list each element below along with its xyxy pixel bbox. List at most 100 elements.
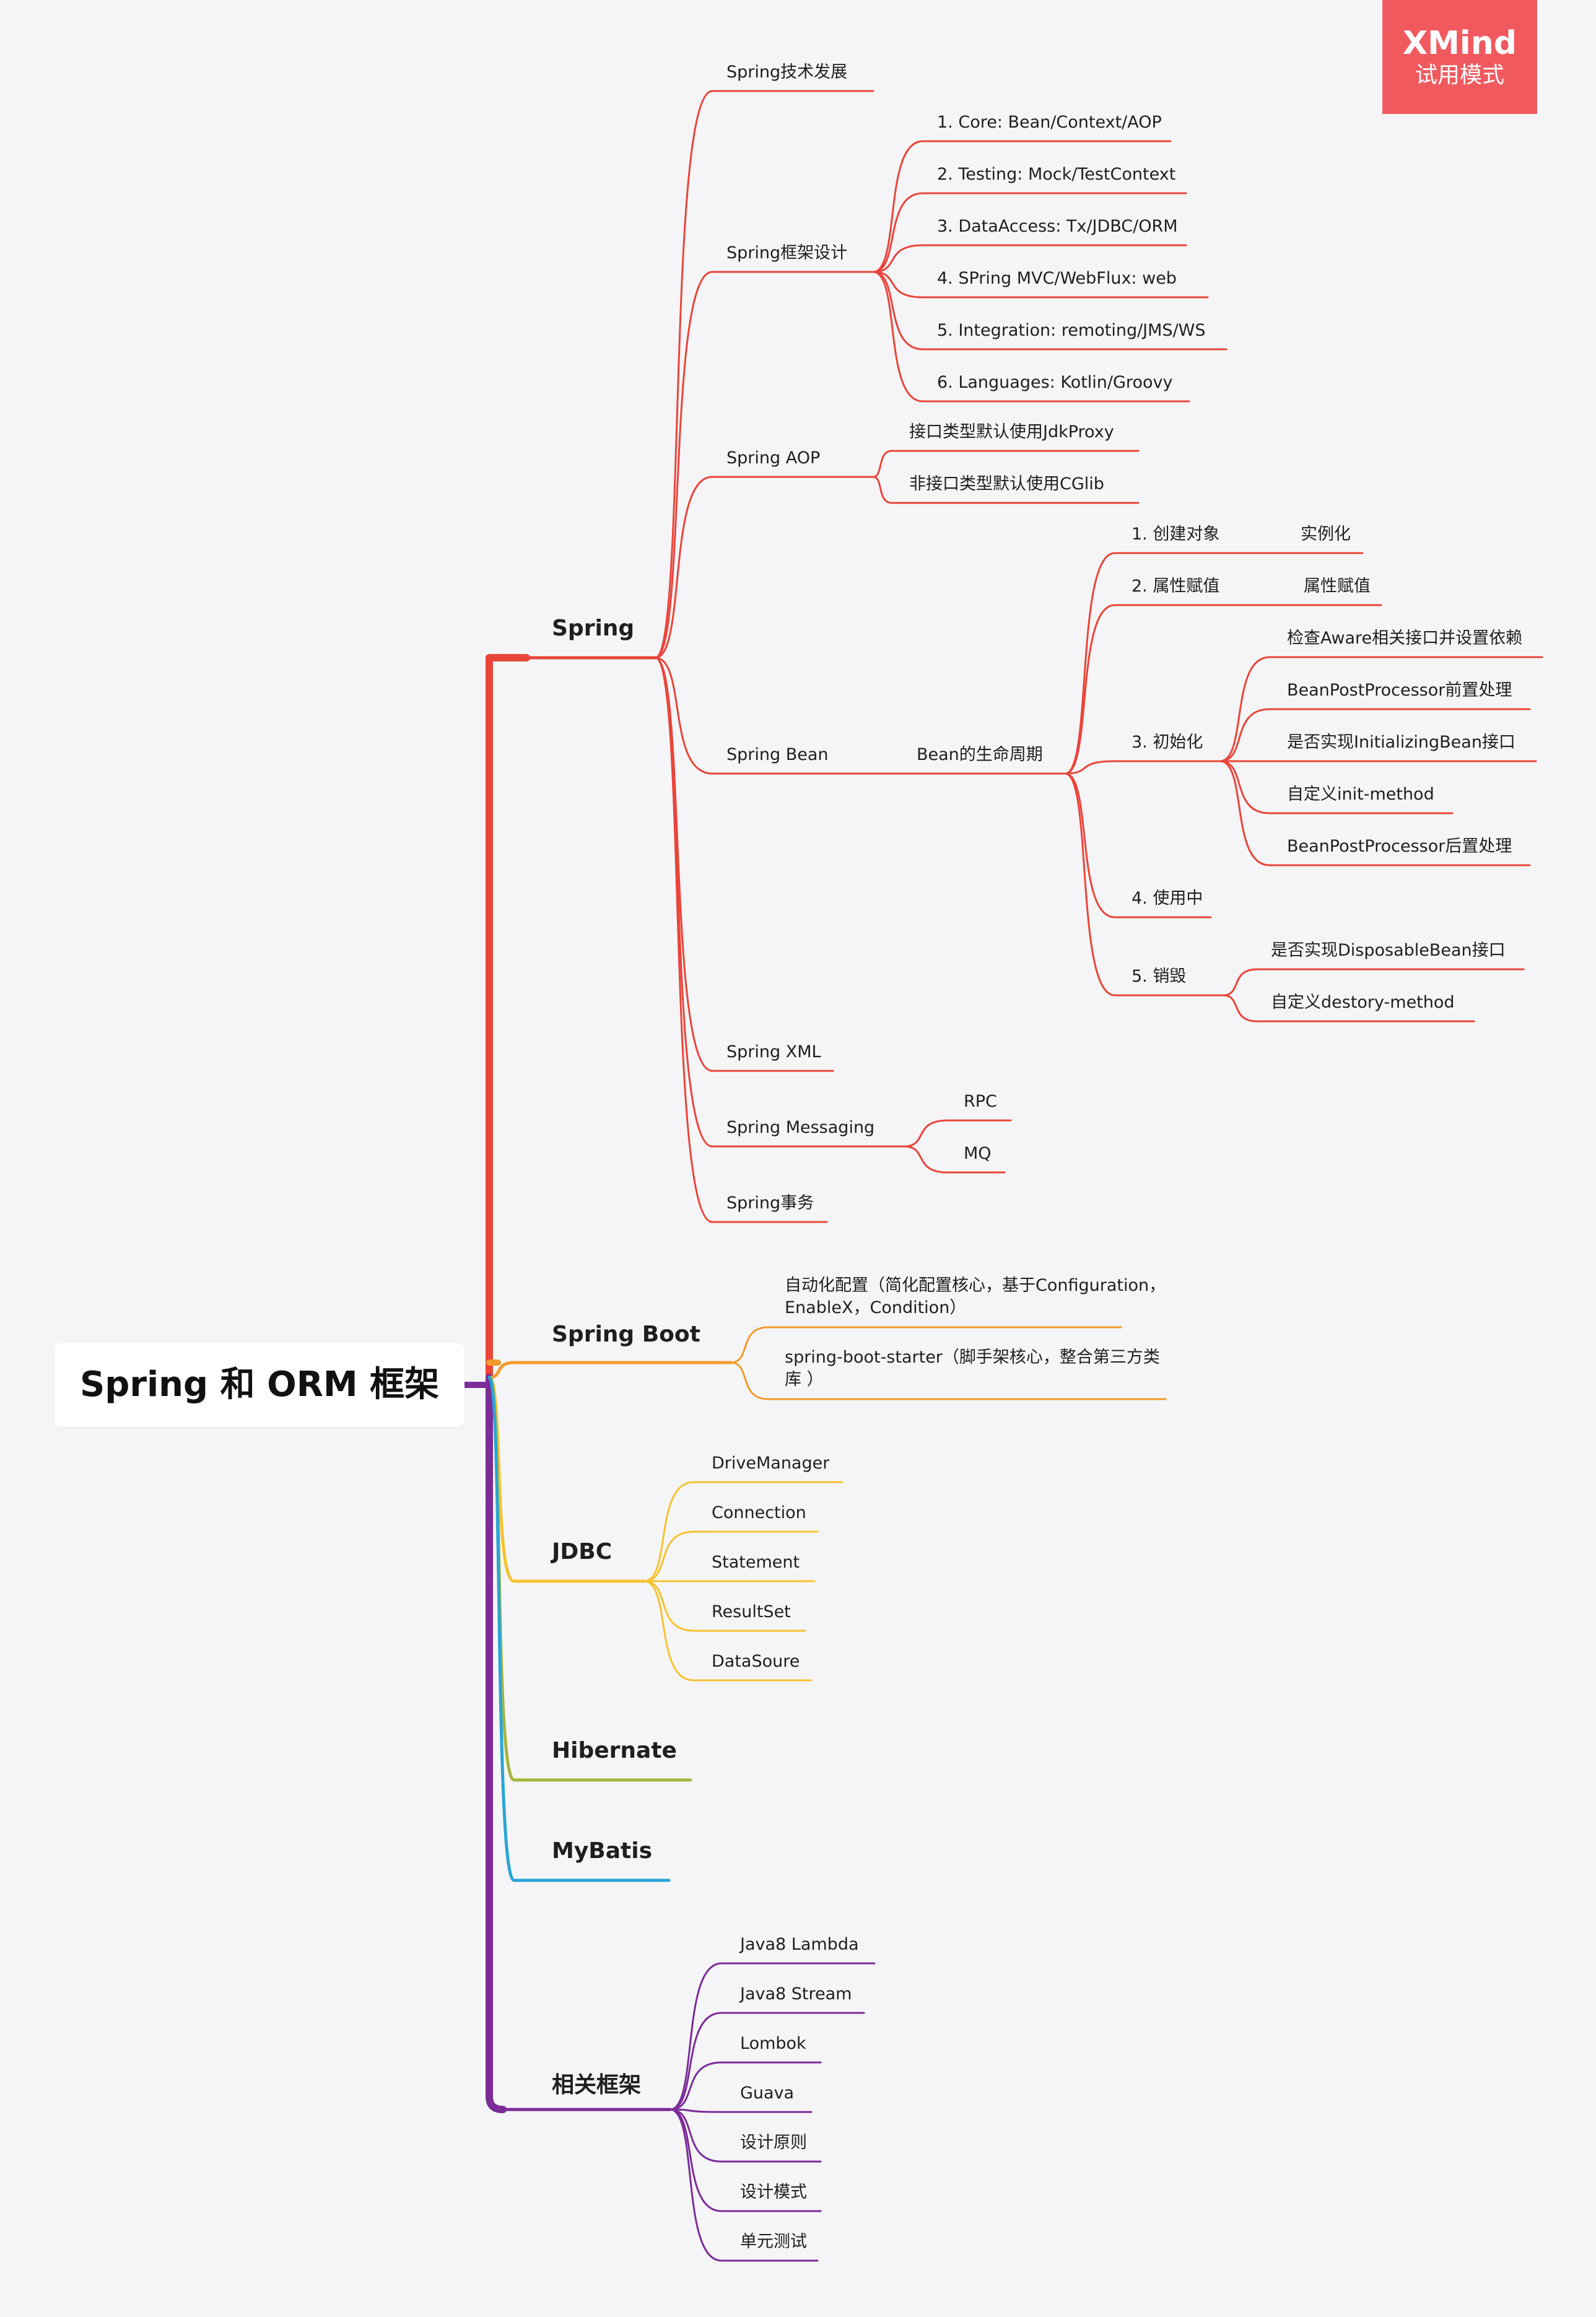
branch-design-1	[872, 192, 1187, 273]
topic-design-dataaccess[interactable]: 3. DataAccess: Tx/JDBC/ORM	[937, 217, 1178, 236]
branch-aop-1	[872, 476, 1140, 504]
badge-title: XMind	[1403, 25, 1517, 62]
branch-related-1	[669, 2012, 865, 2111]
branch-related-5	[669, 2108, 822, 2212]
topic-boot-starter[interactable]: spring-boot-starter（脚手架核心，整合第三方类库 ）	[785, 1348, 1160, 1389]
underline-mybatis	[487, 1376, 671, 1882]
branch-design-2	[872, 244, 1187, 273]
topic-spring-tx[interactable]: Spring事务	[726, 1193, 814, 1213]
branch-related-2	[669, 2061, 822, 2111]
branch-jdbc-4	[643, 1580, 813, 1682]
branch-init-1	[1219, 708, 1531, 762]
topic-spring-design[interactable]: Spring框架设计	[726, 243, 848, 263]
topic-related-lambda[interactable]: Java8 Lambda	[740, 1935, 859, 1954]
topic-destroy-disposablebean[interactable]: 是否实现DisposableBean接口	[1271, 941, 1506, 960]
branch-spring-bean	[654, 657, 1066, 775]
topic-jdbc-resultset[interactable]: ResultSet	[712, 1602, 791, 1621]
branch-design-0	[872, 140, 1172, 273]
topic-jdbc-drivemanager[interactable]: DriveManager	[712, 1454, 830, 1473]
branch-destroy-1	[1222, 994, 1475, 1023]
branch-related-4	[669, 2108, 822, 2163]
topic-spring-messaging[interactable]: Spring Messaging	[726, 1118, 875, 1137]
topic-init-bpp-before[interactable]: BeanPostProcessor前置处理	[1287, 681, 1512, 700]
topic-spring-bean[interactable]: Spring Bean	[726, 745, 829, 764]
branch-spring-tx	[654, 657, 828, 1223]
topic-design-testing[interactable]: 2. Testing: Mock/TestContext	[937, 165, 1176, 184]
topic-related-stream[interactable]: Java8 Stream	[740, 1984, 852, 2004]
topic-stage-init[interactable]: 3. 初始化	[1132, 733, 1203, 752]
topic-jdbc-statement[interactable]: Statement	[712, 1553, 800, 1572]
topic-jdbc[interactable]: JDBC	[552, 1539, 613, 1564]
branch-design-5	[872, 271, 1190, 403]
branch-design-4	[872, 271, 1228, 351]
topic-spring-aop[interactable]: Spring AOP	[726, 448, 821, 468]
branch-design-3	[872, 271, 1209, 299]
topic-design-integration[interactable]: 5. Integration: remoting/JMS/WS	[937, 321, 1206, 340]
topic-spring-dev[interactable]: Spring技术发展	[726, 63, 848, 82]
topic-stage-create-instantiate[interactable]: 实例化	[1301, 525, 1351, 544]
central-topic[interactable]: Spring 和 ORM 框架	[55, 1343, 464, 1427]
topic-related-unittest[interactable]: 单元测试	[740, 2232, 807, 2251]
xmind-trial-badge[interactable]: XMind 试用模式	[1382, 0, 1537, 114]
topic-stage-use[interactable]: 4. 使用中	[1132, 889, 1203, 908]
topic-mybatis[interactable]: MyBatis	[552, 1838, 652, 1864]
branch-stage-use	[1064, 772, 1212, 919]
topic-init-initializingbean[interactable]: 是否实现InitializingBean接口	[1287, 733, 1515, 752]
topic-init-bpp-after[interactable]: BeanPostProcessor后置处理	[1287, 837, 1512, 856]
topic-related[interactable]: 相关框架	[552, 2072, 642, 2098]
branch-boot-1	[730, 1361, 1167, 1400]
topic-related-guava[interactable]: Guava	[740, 2084, 795, 2103]
topic-stage-create[interactable]: 1. 创建对象	[1132, 525, 1220, 544]
topic-stage-destroy[interactable]: 5. 销毁	[1132, 967, 1187, 986]
topic-design-languages[interactable]: 6. Languages: Kotlin/Groovy	[937, 373, 1173, 392]
trunk-bottom	[486, 2093, 507, 2113]
branch-destroy-0	[1222, 968, 1525, 997]
topic-related-patterns[interactable]: 设计模式	[740, 2183, 807, 2202]
branch-stage-assign	[1064, 604, 1382, 775]
topic-messaging-rpc[interactable]: RPC	[964, 1092, 997, 1111]
branch-related-3	[669, 2108, 813, 2113]
topic-stage-assign[interactable]: 2. 属性赋值	[1132, 577, 1220, 596]
topic-messaging-mq[interactable]: MQ	[964, 1144, 992, 1163]
topic-hibernate[interactable]: Hibernate	[552, 1738, 677, 1763]
topic-jdbc-connection[interactable]: Connection	[712, 1503, 806, 1522]
topic-spring-boot[interactable]: Spring Boot	[552, 1322, 700, 1347]
branch-jdbc-3	[643, 1580, 806, 1632]
branch-jdbc-0	[643, 1481, 844, 1582]
topic-aop-jdkproxy[interactable]: 接口类型默认使用JdkProxy	[909, 422, 1114, 442]
topic-bean-lifecycle[interactable]: Bean的生命周期	[917, 745, 1043, 764]
topic-jdbc-datasoure[interactable]: DataSoure	[712, 1652, 800, 1671]
topic-spring[interactable]: Spring	[552, 616, 635, 641]
branch-spring-design	[654, 271, 874, 659]
central-topic-title: Spring 和 ORM 框架	[79, 1364, 440, 1405]
topic-spring-xml[interactable]: Spring XML	[726, 1042, 821, 1062]
topic-init-aware[interactable]: 检查Aware相关接口并设置依赖	[1287, 629, 1523, 648]
topic-init-method[interactable]: 自定义init-method	[1287, 785, 1434, 804]
underline-boot	[487, 1361, 733, 1379]
topic-aop-cglib[interactable]: 非接口类型默认使用CGlib	[909, 474, 1104, 494]
branch-init-0	[1219, 656, 1543, 762]
branch-aop-0	[872, 450, 1140, 478]
branch-jdbc-1	[643, 1530, 819, 1582]
topic-related-principles[interactable]: 设计原则	[740, 2133, 807, 2152]
branch-init-3	[1219, 760, 1454, 814]
branch-stage-create	[1064, 552, 1364, 775]
topic-design-mvc[interactable]: 4. SPring MVC/WebFlux: web	[937, 269, 1177, 288]
branch-init-4	[1219, 760, 1531, 866]
topic-related-lombok[interactable]: Lombok	[740, 2034, 806, 2053]
branch-stage-destroy	[1064, 772, 1224, 997]
branch-related-0	[669, 1962, 876, 2111]
branch-msg-mq	[903, 1145, 1006, 1174]
branch-spring-dev	[654, 90, 874, 659]
branch-spring-aop	[654, 476, 874, 659]
topic-stage-assign-props[interactable]: 属性赋值	[1304, 577, 1371, 596]
branch-msg-rpc	[903, 1119, 1012, 1148]
topic-design-core[interactable]: 1. Core: Bean/Context/AOP	[937, 113, 1162, 132]
topic-boot-autoconfig[interactable]: 自动化配置（简化配置核心，基于Configuration，EnableX，Con…	[785, 1276, 1166, 1317]
topic-destroy-method[interactable]: 自定义destory-method	[1271, 993, 1455, 1012]
branch-stage-init	[1064, 760, 1221, 775]
branch-boot-0	[730, 1326, 1122, 1364]
